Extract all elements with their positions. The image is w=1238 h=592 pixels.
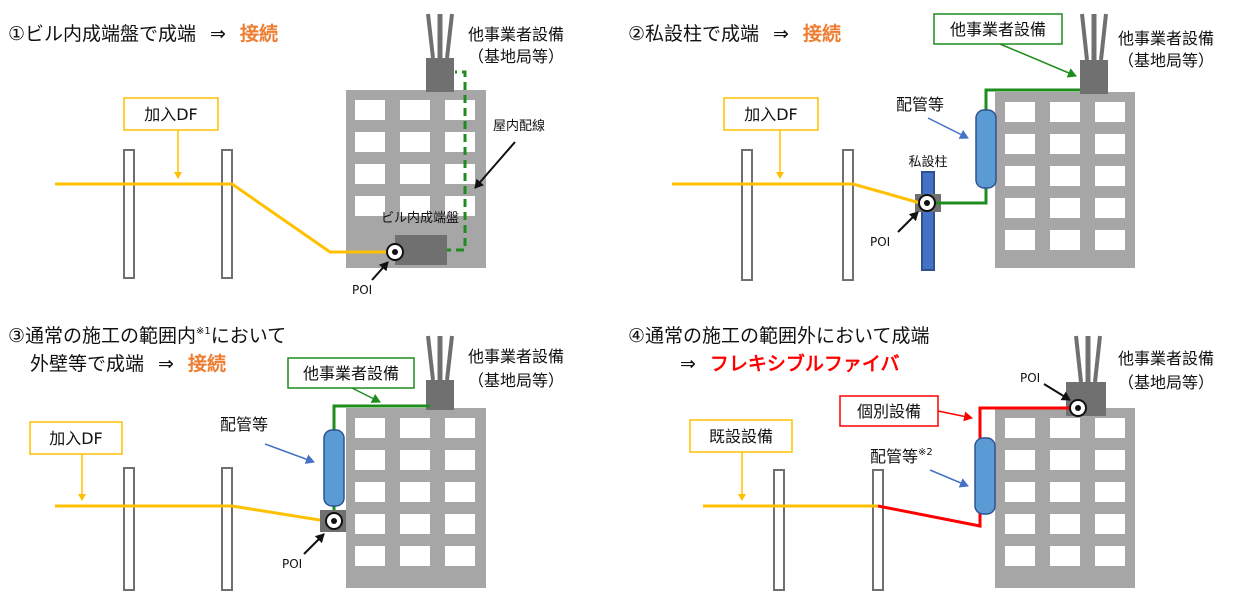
p1-building-label: 他事業者設備: [468, 25, 564, 44]
panel-4: ④通常の施工の範囲外において成端 ⇒フレキシブルファイバ: [628, 325, 1214, 591]
p3-building-sublabel: （基地局等）: [468, 371, 564, 390]
p4-individual-arrow: [937, 410, 973, 422]
p1-title: ①ビル内成端盤で成端⇒接続: [8, 22, 278, 45]
p1-indoor-wiring: [430, 70, 467, 252]
p3-pole-1: [123, 467, 135, 591]
p3-pipe: [323, 429, 345, 507]
panel-3: ③通常の施工の範囲内※1において 外壁等で成端⇒接続: [8, 325, 564, 591]
p4-pipe-label: 配管等※2: [870, 447, 933, 466]
p2-df-label: 加入DF: [744, 105, 798, 124]
p2-antenna-icon: [1080, 13, 1108, 94]
p2-pipe: [975, 109, 997, 189]
p3-building: [346, 408, 486, 588]
p2-pipe-arrow: [927, 117, 969, 139]
p2-equipment-arrow: [999, 43, 1077, 78]
p3-pipe-label: 配管等: [220, 415, 268, 434]
p4-building-sublabel: （基地局等）: [1118, 373, 1214, 392]
p3-df-label: 加入DF: [49, 429, 103, 448]
p3-pole-2: [221, 467, 233, 591]
p3-poi-label: POI: [282, 557, 302, 571]
p4-existing-label: 既設設備: [709, 427, 773, 446]
p3-antenna-icon: [426, 335, 454, 410]
p4-building-label: 他事業者設備: [1118, 349, 1214, 368]
p4-pole-2: [872, 469, 884, 591]
p2-pole-2: [842, 149, 854, 281]
p1-building-sublabel: （基地局等）: [468, 47, 564, 66]
p2-building: [995, 92, 1135, 268]
p3-building-label: 他事業者設備: [468, 347, 564, 366]
p4-poi-arrow: [1043, 383, 1071, 401]
p2-building-label: 他事業者設備: [1118, 29, 1214, 48]
p1-panel-label: ビル内成端盤: [381, 210, 459, 226]
p2-df-box: [723, 97, 819, 131]
p4-pipe: [974, 437, 996, 515]
p1-poi-label: POI: [352, 283, 372, 297]
p2-title: ②私設柱で成端⇒接続: [628, 22, 841, 45]
p2-equipment-box-label: 他事業者設備: [950, 20, 1046, 39]
p2-pole-label: 私設柱: [908, 154, 947, 170]
panel-1: ①ビル内成端盤で成端⇒接続 他事業者設備 （基地局等）: [8, 13, 564, 297]
p3-equipment-box-label: 他事業者設備: [303, 364, 399, 383]
p4-title: ④通常の施工の範囲外において成端: [628, 325, 929, 347]
p1-pole-2: [221, 149, 233, 279]
p1-poi-arrow: [371, 261, 389, 281]
p2-equipment-box: [933, 13, 1063, 45]
p4-building: [995, 408, 1135, 588]
p3-df-box: [29, 421, 123, 455]
panel-2: ②私設柱で成端⇒接続 他事業者設備 （基地局等）: [628, 13, 1214, 281]
p4-individual-label: 個別設備: [857, 402, 921, 421]
p1-df-label: 加入DF: [144, 105, 198, 124]
p4-pipe-arrow: [929, 469, 969, 488]
p1-building: [346, 90, 486, 268]
p3-equipment-box: [287, 357, 415, 389]
p4-existing-box: [689, 419, 793, 453]
p2-private-pole: [921, 171, 935, 271]
p3-poi-arrow: [303, 533, 325, 555]
p4-pole-1: [773, 469, 785, 591]
p1-indoor-label: 屋内配線: [493, 118, 545, 134]
p3-cable: [55, 504, 327, 523]
p4-title-line2: ⇒フレキシブルファイバ: [680, 352, 900, 375]
p2-poi-label: POI: [870, 235, 890, 249]
p1-indoor-arrow: [474, 141, 516, 189]
p4-poi-label: POI: [1020, 371, 1040, 385]
p1-pole-1: [123, 149, 135, 279]
p3-equipment-arrow: [351, 387, 381, 403]
p2-cable: [672, 182, 921, 205]
p3-title: ③通常の施工の範囲内※1において: [8, 325, 286, 347]
p2-pole-1: [741, 149, 753, 281]
p1-df-box: [123, 97, 219, 131]
p2-building-sublabel: （基地局等）: [1118, 51, 1214, 70]
p3-title-line2: 外壁等で成端⇒接続: [30, 352, 226, 375]
p3-pipe-arrow: [264, 443, 315, 464]
p1-antenna-icon: [426, 13, 454, 92]
p1-cable: [55, 182, 392, 254]
p2-poi-arrow: [897, 211, 919, 233]
p4-individual-box: [839, 395, 939, 427]
p2-pipe-label: 配管等: [896, 95, 944, 114]
